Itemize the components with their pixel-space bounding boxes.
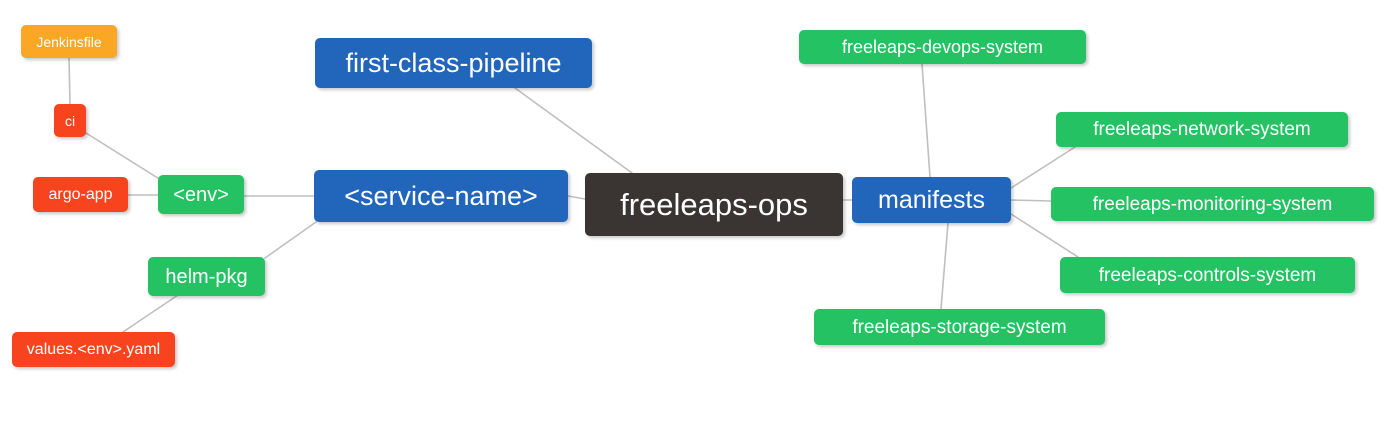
node-label-freeleaps-ops: freeleaps-ops <box>620 187 808 222</box>
node-service-name[interactable]: <service-name> <box>314 170 568 222</box>
node-label-argo-app: argo-app <box>48 185 113 203</box>
edge-manifests-to-freeleaps-devops-system <box>921 63 931 178</box>
edge-manifests-to-freeleaps-monitoring-system <box>1010 199 1052 202</box>
node-label-freeleaps-devops-system: freeleaps-devops-system <box>841 37 1044 57</box>
edge-manifests-to-freeleaps-storage-system <box>940 222 949 310</box>
edge-helm-pkg-to-values-yaml <box>119 294 179 335</box>
node-freeleaps-network-system[interactable]: freeleaps-network-system <box>1056 112 1348 147</box>
node-ci[interactable]: ci <box>54 104 86 137</box>
node-first-class-pipeline[interactable]: first-class-pipeline <box>315 38 592 88</box>
node-label-first-class-pipeline: first-class-pipeline <box>345 47 562 78</box>
node-values-yaml[interactable]: values.<env>.yaml <box>12 332 175 367</box>
node-freeleaps-controls-system[interactable]: freeleaps-controls-system <box>1060 257 1355 293</box>
node-freeleaps-ops[interactable]: freeleaps-ops <box>585 173 843 236</box>
node-label-service-name: <service-name> <box>344 180 538 211</box>
node-argo-app[interactable]: argo-app <box>33 177 128 212</box>
edge-service-name-to-helm-pkg <box>264 221 317 259</box>
node-freeleaps-storage-system[interactable]: freeleaps-storage-system <box>814 309 1105 345</box>
node-label-freeleaps-network-system: freeleaps-network-system <box>1093 119 1311 140</box>
node-freeleaps-monitoring-system[interactable]: freeleaps-monitoring-system <box>1051 187 1374 221</box>
edge-service-name-to-freeleaps-ops <box>567 195 586 200</box>
node-label-ci: ci <box>64 112 76 129</box>
node-label-manifests: manifests <box>878 185 985 214</box>
node-manifests[interactable]: manifests <box>852 177 1011 223</box>
node-label-values-yaml: values.<env>.yaml <box>26 340 161 358</box>
node-helm-pkg[interactable]: helm-pkg <box>148 257 265 296</box>
node-label-freeleaps-storage-system: freeleaps-storage-system <box>852 316 1067 338</box>
node-label-helm-pkg: helm-pkg <box>165 265 248 288</box>
node-label-env: <env> <box>173 183 229 206</box>
node-label-freeleaps-monitoring-system: freeleaps-monitoring-system <box>1092 193 1333 215</box>
node-label-jenkinsfile: Jenkinsfile <box>36 33 102 50</box>
node-jenkinsfile[interactable]: Jenkinsfile <box>21 25 117 58</box>
node-freeleaps-devops-system[interactable]: freeleaps-devops-system <box>799 30 1086 64</box>
node-label-freeleaps-controls-system: freeleaps-controls-system <box>1098 264 1317 286</box>
edge-first-class-pipeline-to-freeleaps-ops <box>514 87 633 174</box>
node-env[interactable]: <env> <box>158 175 244 214</box>
edge-manifests-to-freeleaps-network-system <box>1010 146 1076 189</box>
edge-ci-to-env <box>85 132 162 181</box>
edge-jenkinsfile-to-ci <box>68 57 71 105</box>
